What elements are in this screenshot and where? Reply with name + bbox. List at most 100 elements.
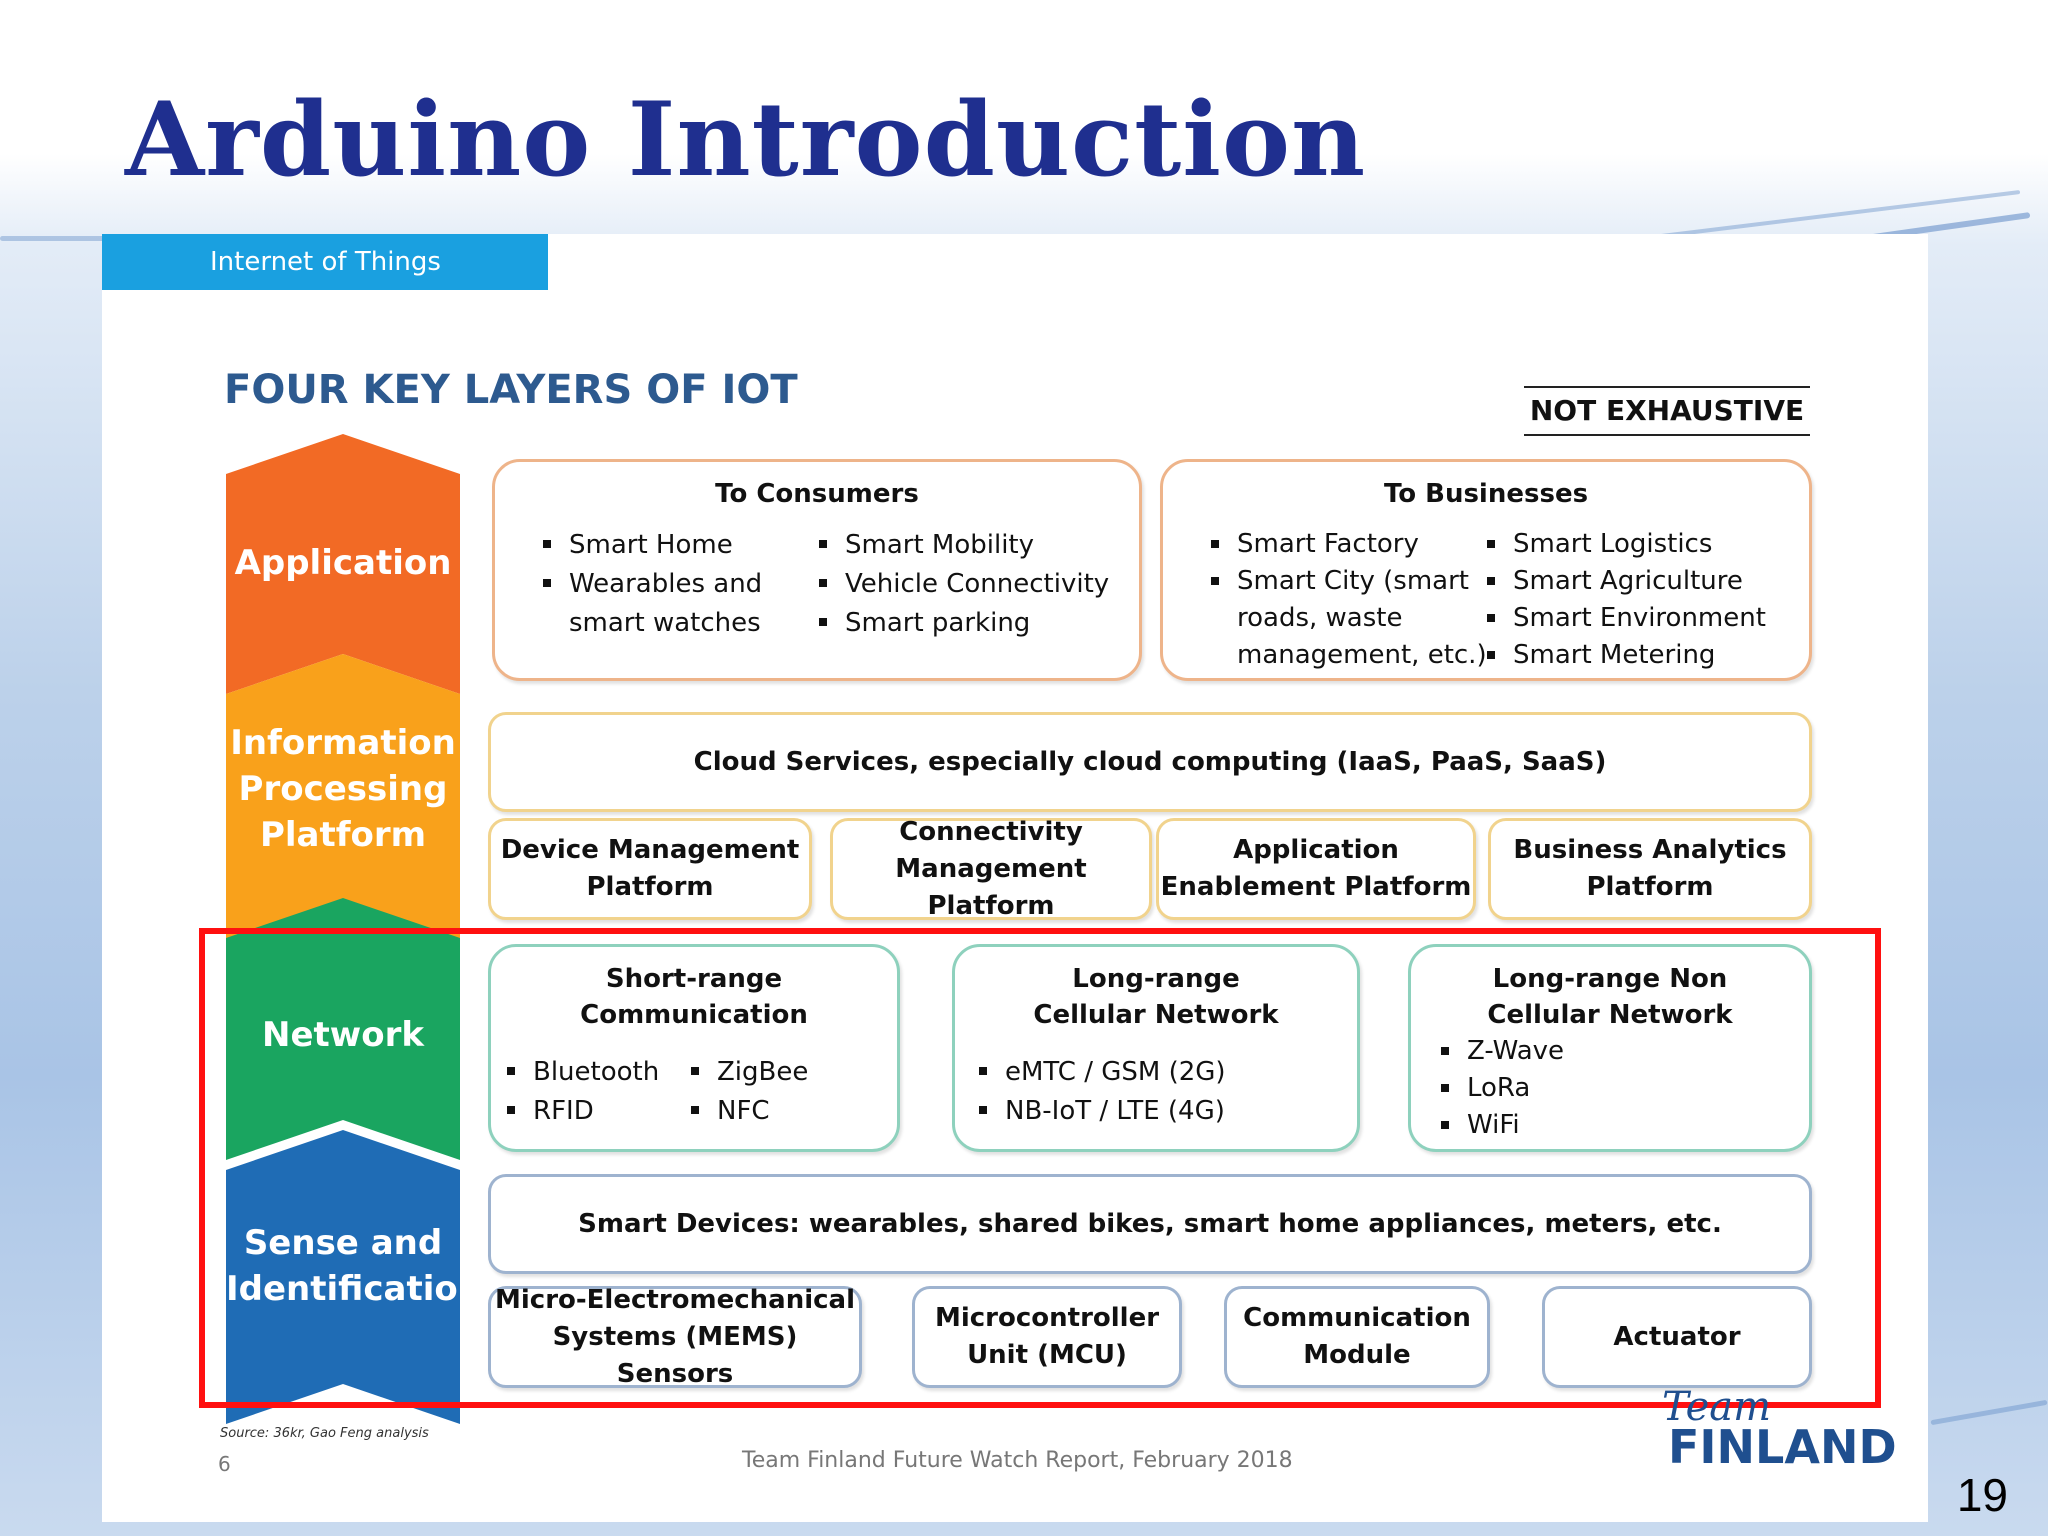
list-item: NB-IoT / LTE (4G) xyxy=(975,1092,1226,1131)
short-range-title-1: Short-range xyxy=(605,964,783,994)
iot-layers-diagram: Internet of Things FOUR KEY LAYERS OF IO… xyxy=(102,234,1928,1522)
platform-line-1: Device Management xyxy=(500,835,800,865)
long-range-title-1: Long-range xyxy=(1072,964,1240,994)
layer-application-label: Application xyxy=(234,543,452,583)
short-range-list-1: Bluetooth RFID xyxy=(503,1053,659,1131)
list-item: Smart parking xyxy=(815,604,1109,643)
long-range-non-title-1: Long-range Non xyxy=(1492,964,1728,994)
businesses-title: To Businesses xyxy=(1383,479,1589,509)
list-item: WiFi xyxy=(1437,1107,1564,1144)
list-item: ZigBee xyxy=(687,1053,808,1092)
list-item: Smart Metering xyxy=(1483,637,1766,674)
layer-information-label-2: Processing xyxy=(238,769,448,809)
layer-information-label-1: Information xyxy=(230,723,456,763)
businesses-list-2: Smart Logistics Smart Agriculture Smart … xyxy=(1483,526,1766,674)
cloud-services-text: Cloud Services, especially cloud computi… xyxy=(693,746,1607,777)
short-range-title-2: Communication xyxy=(580,1000,808,1030)
layer-information: Information Processing Platform xyxy=(226,654,460,954)
long-range-non-cellular-box: Long-range Non Cellular Network Z-Wave L… xyxy=(1408,944,1812,1152)
page-number: 19 xyxy=(1956,1469,2008,1521)
list-item: smart watches xyxy=(569,608,761,638)
layer-network: Network xyxy=(226,898,460,1160)
layer-application: Application xyxy=(226,434,460,694)
list-item: Smart Agriculture xyxy=(1483,563,1766,600)
component-line-1: Communication xyxy=(1243,1303,1471,1333)
component-line-2: Unit (MCU) xyxy=(967,1340,1127,1370)
platform-line-2: Enablement Platform xyxy=(1160,872,1472,902)
businesses-box: To Businesses Smart Factory Smart City (… xyxy=(1160,459,1812,681)
decorative-brush-stroke xyxy=(0,236,130,241)
team-finland-logo-script: Team xyxy=(1662,1384,1772,1430)
list-item: NFC xyxy=(687,1092,808,1131)
layer-sense-label-2: Identification xyxy=(226,1269,482,1309)
platform-line-1: Application xyxy=(1233,835,1399,865)
source-note: Source: 36kr, Gao Feng analysis xyxy=(220,1426,429,1441)
team-finland-logo: FINLAND xyxy=(1668,1420,1897,1474)
cloud-services-box: Cloud Services, especially cloud computi… xyxy=(488,712,1812,812)
diagram-title: FOUR KEY LAYERS OF IOT xyxy=(224,367,798,413)
list-item: management, etc.) xyxy=(1237,640,1487,670)
layer-sense: Sense and Identification xyxy=(226,1130,482,1424)
component-line-2: Systems (MEMS) Sensors xyxy=(552,1321,798,1389)
short-range-list-2: ZigBee NFC xyxy=(687,1053,808,1131)
list-item: eMTC / GSM (2G) xyxy=(975,1053,1226,1092)
component-line-1: Microcontroller xyxy=(934,1303,1160,1333)
slide-title: Arduino Introduction xyxy=(125,80,1367,200)
panel-tag: Internet of Things xyxy=(102,234,548,290)
smart-devices-box: Smart Devices: wearables, shared bikes, … xyxy=(488,1174,1812,1274)
platform-line-1: Business Analytics xyxy=(1513,835,1787,865)
information-chevron-shape xyxy=(226,654,460,954)
long-range-list: eMTC / GSM (2G) NB-IoT / LTE (4G) xyxy=(975,1053,1226,1131)
long-range-non-title-2: Cellular Network xyxy=(1487,1000,1733,1030)
network-chevron-shape xyxy=(226,898,460,1160)
application-chevron-shape xyxy=(226,434,460,694)
list-item: Wearables and xyxy=(539,565,762,604)
platform-line-2: Platform xyxy=(586,872,714,902)
short-range-box: Short-range Communication Bluetooth RFID… xyxy=(488,944,900,1152)
list-item: Vehicle Connectivity xyxy=(815,565,1109,604)
component-line-2: Module xyxy=(1303,1340,1411,1370)
list-item: Smart City (smart xyxy=(1207,563,1487,600)
footer-text: Team Finland Future Watch Report, Februa… xyxy=(742,1448,1293,1473)
platform-line-2: Management Platform xyxy=(895,853,1087,921)
platform-line-1: Connectivity xyxy=(899,816,1083,847)
long-range-box: Long-range Cellular Network eMTC / GSM (… xyxy=(952,944,1360,1152)
list-item: RFID xyxy=(503,1092,659,1131)
smart-devices-text: Smart Devices: wearables, shared bikes, … xyxy=(578,1208,1722,1239)
list-item: Smart Logistics xyxy=(1483,526,1766,563)
list-item: Smart Home xyxy=(539,526,762,565)
long-range-title-2: Cellular Network xyxy=(1033,1000,1279,1030)
component-label: Actuator xyxy=(1613,1321,1741,1352)
list-item: Z-Wave xyxy=(1437,1033,1564,1070)
list-item: LoRa xyxy=(1437,1070,1564,1107)
list-item: Smart Factory xyxy=(1207,526,1487,563)
platform-line-2: Platform xyxy=(1586,872,1714,902)
consumers-box: To Consumers Smart Home Wearables and sm… xyxy=(492,459,1142,681)
list-item: Smart Environment xyxy=(1483,600,1766,637)
layer-sense-label-1: Sense and xyxy=(243,1223,443,1263)
sense-chevron-shape xyxy=(226,1130,460,1424)
list-item: Smart Mobility xyxy=(815,526,1109,565)
panel-page-number: 6 xyxy=(218,1452,231,1476)
layer-network-label: Network xyxy=(262,1015,424,1055)
component-line-1: Micro-Electromechanical xyxy=(495,1284,855,1315)
consumers-title: To Consumers xyxy=(715,479,919,509)
long-range-non-list: Z-Wave LoRa WiFi xyxy=(1437,1033,1564,1144)
not-exhaustive-label: NOT EXHAUSTIVE xyxy=(1524,386,1810,436)
component-box: Actuator xyxy=(1542,1286,1812,1388)
list-item: Bluetooth xyxy=(503,1053,659,1092)
